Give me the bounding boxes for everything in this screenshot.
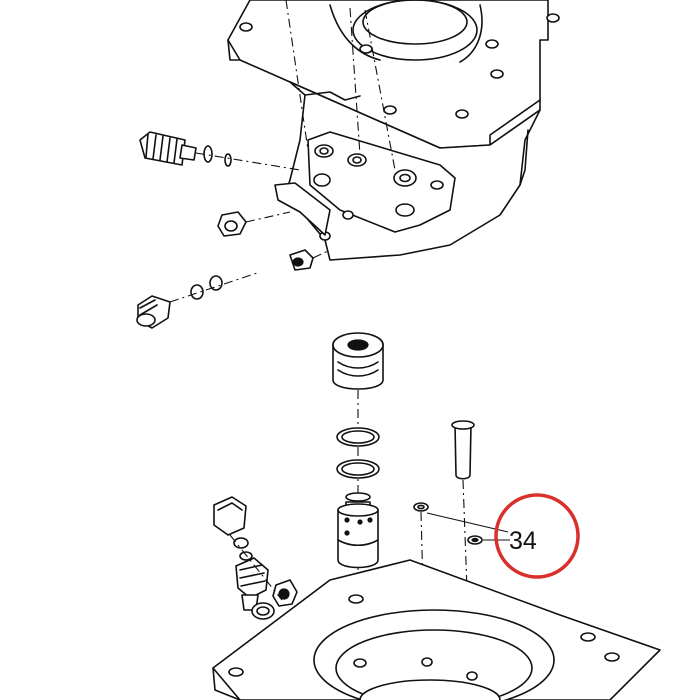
o-ring-parts (413, 502, 510, 666)
pin-part (451, 420, 475, 700)
cartridge-valve-stack (332, 332, 384, 700)
callout-34[interactable]: 34 (494, 493, 580, 579)
upper-fittings-group (136, 131, 331, 329)
callout-34-highlight-circle (494, 493, 580, 579)
lower-pump-housing (212, 559, 661, 700)
upper-pump-housing (227, 0, 560, 261)
callout-34-label: 34 (509, 527, 537, 555)
lower-fittings-group (213, 496, 298, 620)
